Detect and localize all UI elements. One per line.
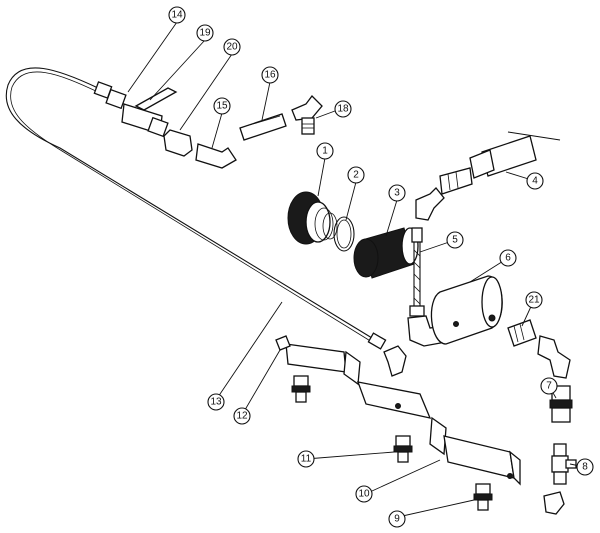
callout-18-label: 18 [337,104,349,115]
callout-11: 11 [297,450,315,468]
flexible-tube [5,67,387,350]
callout-6: 6 [499,249,517,267]
manifold-bar [285,343,521,486]
braided-hose [409,227,425,317]
o-ring [333,216,355,252]
callout-12: 12 [233,407,251,425]
lower-fittings [291,375,565,515]
callout-15-label: 15 [216,101,228,112]
valve-assembly [93,81,323,169]
callout-20: 20 [223,38,241,56]
callout-11-label: 11 [301,454,312,465]
callout-7-label: 7 [546,381,552,392]
housing-block [430,275,503,345]
callout-2: 2 [347,166,365,184]
tee-fitting [551,443,577,485]
callout-5-label: 5 [452,235,458,246]
upper-elbow [415,187,445,221]
callout-13-label: 13 [210,397,222,408]
side-fitting [507,319,571,379]
callout-3-label: 3 [394,188,400,199]
callout-14-label: 14 [171,10,183,21]
callout-1: 1 [316,142,334,160]
callout-19: 19 [196,24,214,42]
callout-18: 18 [334,100,352,118]
plug [275,335,291,351]
callout-8-label: 8 [582,462,588,473]
threaded-adapter [549,385,573,423]
callout-3: 3 [388,184,406,202]
knurled-cap [287,191,338,245]
callout-14: 14 [168,6,186,24]
callout-4-label: 4 [532,176,538,187]
callout-16-label: 16 [264,70,276,81]
callout-10: 10 [355,485,373,503]
callout-16: 16 [261,66,279,84]
callout-20-label: 20 [226,42,238,53]
callout-5: 5 [446,231,464,249]
coupling [439,131,561,195]
callout-2-label: 2 [353,170,359,181]
callout-9-label: 9 [394,514,400,525]
callout-4: 4 [526,172,544,190]
tube-end-elbow [383,345,407,377]
callout-21-label: 21 [528,295,540,306]
callout-8: 8 [576,458,594,476]
callout-19-label: 19 [199,28,211,39]
callout-21: 21 [525,291,543,309]
callout-6-label: 6 [505,253,511,264]
callout-9: 9 [388,510,406,528]
callout-10-label: 10 [358,489,370,500]
callout-1-label: 1 [322,146,328,157]
callout-7: 7 [540,377,558,395]
callout-12-label: 12 [236,411,248,422]
callout-13: 13 [207,393,225,411]
callout-15: 15 [213,97,231,115]
